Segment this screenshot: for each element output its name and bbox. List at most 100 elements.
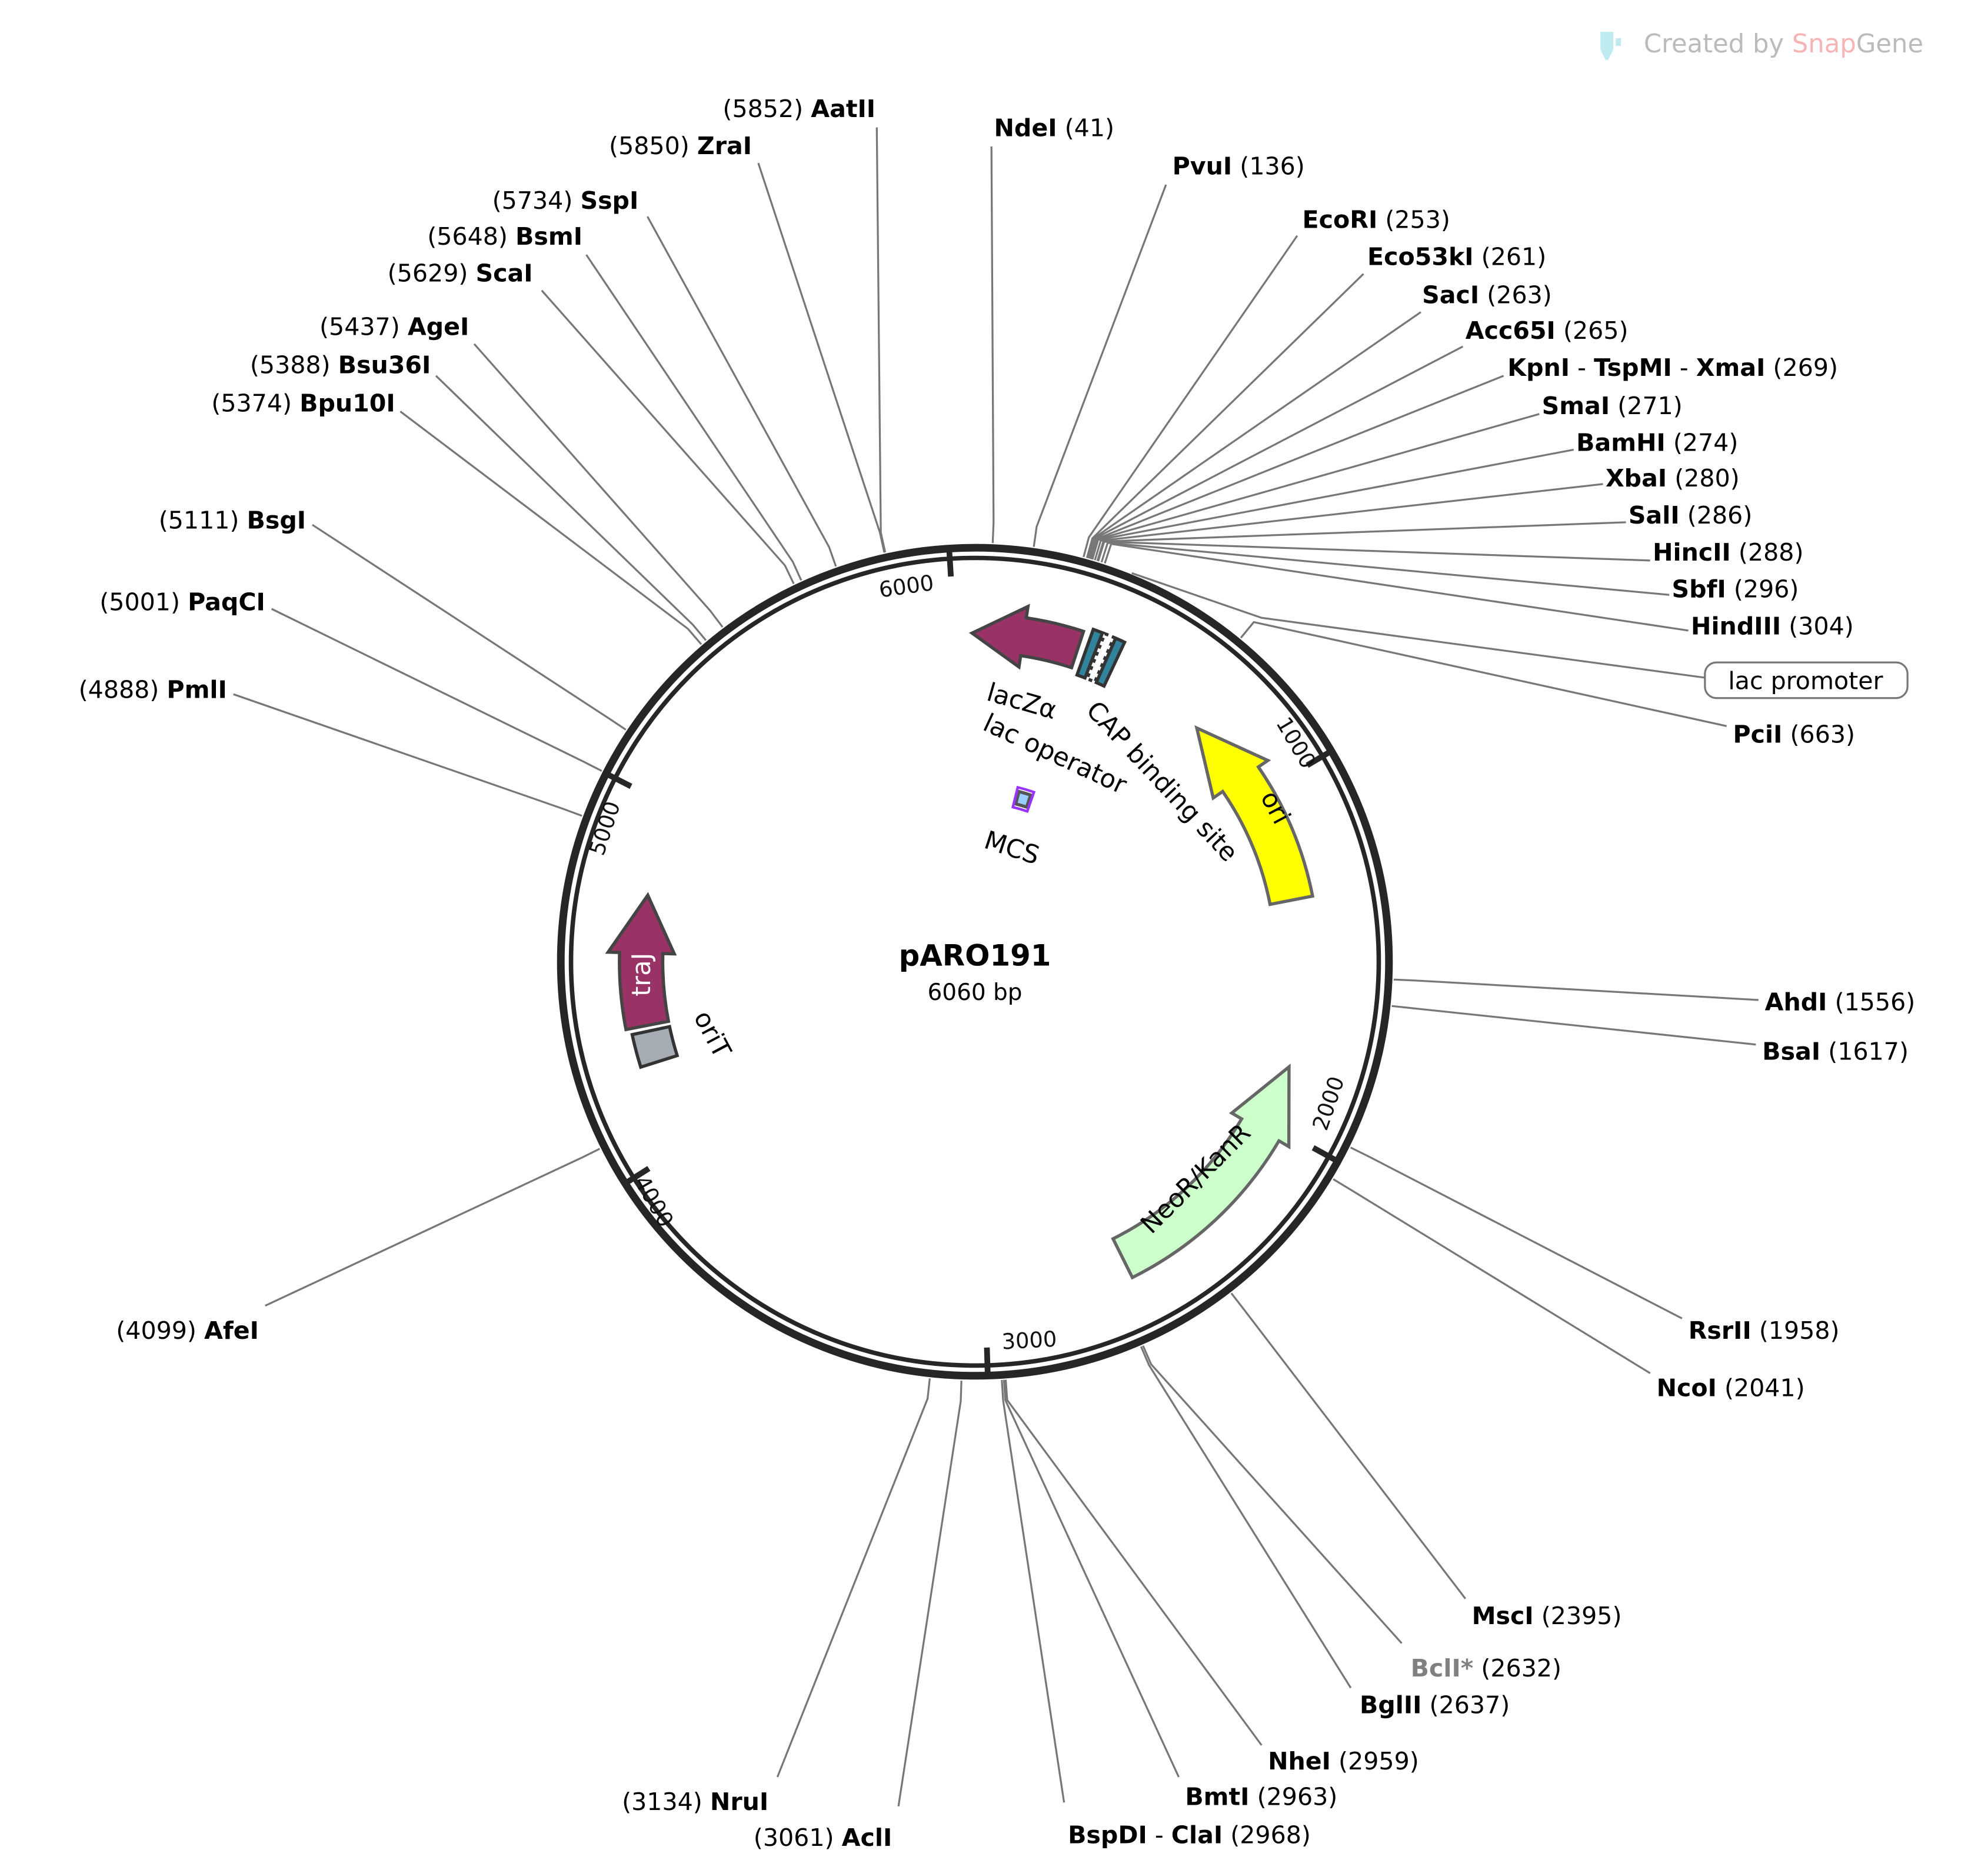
enzyme-label[interactable]: HincII (288) <box>1653 538 1803 566</box>
enzyme-label[interactable]: BglII (2637) <box>1360 1691 1510 1719</box>
enzyme-leader-line <box>312 524 627 731</box>
neor-kanr-arrow[interactable] <box>1111 1063 1291 1280</box>
watermark-prefix: Created by <box>1644 29 1792 59</box>
enzyme-label[interactable]: (3134) NruI <box>622 1788 768 1816</box>
enzyme-label[interactable]: (5111) BsgI <box>159 506 306 535</box>
enzyme-name: PvuI <box>1173 152 1233 181</box>
enzyme-name: SalI <box>1629 501 1680 529</box>
enzyme-leader-line <box>1142 1345 1403 1644</box>
enzyme-label[interactable]: SbfI (296) <box>1672 575 1799 604</box>
enzyme-label[interactable]: BsaI (1617) <box>1762 1038 1909 1066</box>
enzyme-label[interactable]: Acc65I (265) <box>1466 316 1629 345</box>
enzyme-position: (269) <box>1765 354 1838 382</box>
enzyme-label[interactable]: KpnI - TspMI - XmaI (269) <box>1507 354 1838 382</box>
enzyme-position: (1617) <box>1820 1038 1909 1066</box>
enzyme-label[interactable]: BamHI (274) <box>1576 429 1738 457</box>
enzyme-label[interactable]: SmaI (271) <box>1542 392 1683 420</box>
enzyme-label[interactable]: (5388) Bsu36I <box>250 351 431 379</box>
enzyme-name: Bpu10I <box>299 389 395 417</box>
enzyme-name: BamHI <box>1576 429 1666 457</box>
enzyme-position: (3134) <box>622 1788 710 1816</box>
ori-arrow[interactable] <box>1194 725 1315 906</box>
mcs-box[interactable] <box>1014 789 1033 809</box>
mcs-outline[interactable] <box>1011 785 1036 814</box>
enzyme-leader-line <box>1100 542 1670 596</box>
enzyme-position: (5850) <box>609 132 697 160</box>
enzyme-label[interactable]: Eco53kI (261) <box>1367 242 1546 271</box>
enzyme-position: (2963) <box>1250 1783 1338 1811</box>
enzyme-leader-line <box>776 1378 931 1778</box>
enzyme-label[interactable]: HindIII (304) <box>1691 612 1854 640</box>
lac-promoter-label[interactable]: lac promoter <box>1704 661 1909 699</box>
enzyme-position: (2632) <box>1473 1654 1561 1682</box>
enzyme-leader-line <box>1087 311 1421 559</box>
enzyme-label[interactable]: NdeI (41) <box>994 114 1115 142</box>
enzyme-label[interactable]: (5852) AatII <box>722 95 875 123</box>
enzyme-label[interactable]: EcoRI (253) <box>1303 206 1450 234</box>
enzyme-labels: NdeI (41) PvuI (136) EcoRI (253) Eco53kI (2… <box>79 95 1916 1852</box>
enzyme-name: EcoRI <box>1303 206 1378 234</box>
enzyme-label[interactable]: BmtI (2963) <box>1185 1783 1337 1811</box>
enzyme-name: ScaI <box>476 259 533 288</box>
lac-promoter-leader <box>1131 572 1706 679</box>
enzyme-name: BsmI <box>515 222 582 251</box>
enzyme-name: HindIII <box>1691 612 1781 640</box>
traj-arrow[interactable] <box>605 892 677 1032</box>
enzyme-label[interactable]: NheI (2959) <box>1268 1747 1419 1775</box>
orit-box[interactable] <box>630 1025 680 1069</box>
backbone-ring <box>557 544 1393 1380</box>
enzyme-label[interactable]: (4099) AfeI <box>116 1316 259 1345</box>
plasmid-length: 6060 bp <box>927 979 1022 1006</box>
enzyme-label[interactable]: AhdI (1556) <box>1765 988 1916 1016</box>
enzyme-leader-line <box>233 693 582 817</box>
cap-site-box[interactable] <box>1094 636 1127 688</box>
enzyme-label[interactable]: (5850) ZraI <box>609 132 752 160</box>
tick-mark <box>1311 1145 1341 1165</box>
enzyme-label[interactable]: (3061) AclI <box>754 1824 892 1852</box>
enzyme-label[interactable]: SacI (263) <box>1422 281 1552 309</box>
enzyme-leader-line <box>897 1381 963 1806</box>
enzyme-label[interactable]: (5001) PaqCI <box>99 588 265 616</box>
enzyme-label[interactable]: BclI* (2632) <box>1411 1654 1561 1682</box>
cap-binding-site-box[interactable] <box>1085 631 1116 684</box>
enzyme-name: PciI <box>1733 721 1783 749</box>
tick-label: 3000 <box>1001 1326 1058 1355</box>
enzyme-label[interactable]: BspDI - ClaI (2968) <box>1068 1821 1311 1849</box>
separator: - <box>1147 1821 1171 1849</box>
enzyme-leader-lines <box>233 127 1759 1806</box>
enzyme-label[interactable]: (5374) Bpu10I <box>211 389 395 417</box>
enzyme-position: (5111) <box>159 506 247 535</box>
enzyme-label[interactable]: (4888) PmlI <box>79 676 227 704</box>
enzyme-name: NdeI <box>994 114 1057 142</box>
enzyme-label[interactable]: XbaI (280) <box>1606 464 1740 492</box>
enzyme-name: NcoI <box>1657 1374 1717 1402</box>
enzyme-label[interactable]: SalI (286) <box>1629 501 1752 529</box>
enzyme-label[interactable]: (5734) SspI <box>492 186 639 215</box>
enzyme-label[interactable]: PvuI (136) <box>1173 152 1305 181</box>
enzyme-leader-line <box>1083 235 1298 558</box>
enzyme-label[interactable]: MscI (2395) <box>1472 1602 1622 1630</box>
enzyme-position: (5001) <box>99 588 188 616</box>
enzyme-label[interactable]: (5629) ScaI <box>388 259 533 288</box>
enzyme-label[interactable]: (5648) BsmI <box>427 222 582 251</box>
enzyme-name: Eco53kI <box>1367 242 1474 271</box>
enzyme-name: ZraI <box>697 132 752 160</box>
lacza-arrow[interactable] <box>968 604 1086 670</box>
enzyme-label[interactable]: (5437) AgeI <box>319 313 469 341</box>
lac-promoter-text: lac promoter <box>1728 667 1883 695</box>
enzyme-leader-line <box>1090 413 1540 559</box>
enzyme-label[interactable]: RsrII (1958) <box>1689 1316 1840 1345</box>
enzyme-name: SmaI <box>1542 392 1610 420</box>
enzyme-position: (5388) <box>250 351 338 379</box>
enzyme-leader-line <box>1104 542 1689 632</box>
enzyme-label[interactable]: PciI (663) <box>1733 721 1856 749</box>
enzyme-label[interactable]: NcoI (2041) <box>1657 1374 1805 1402</box>
enzyme-position: (263) <box>1479 281 1552 309</box>
watermark-brand-gene: Gene <box>1856 29 1923 59</box>
enzyme-leader-line <box>1230 1292 1467 1599</box>
enzyme-position: (274) <box>1666 429 1739 457</box>
snapgene-watermark: Created by SnapGene <box>1600 29 1923 60</box>
plasmid-name: pARO191 <box>899 938 1051 972</box>
separator: - <box>1570 354 1594 382</box>
lac-operator-box[interactable] <box>1075 627 1105 680</box>
